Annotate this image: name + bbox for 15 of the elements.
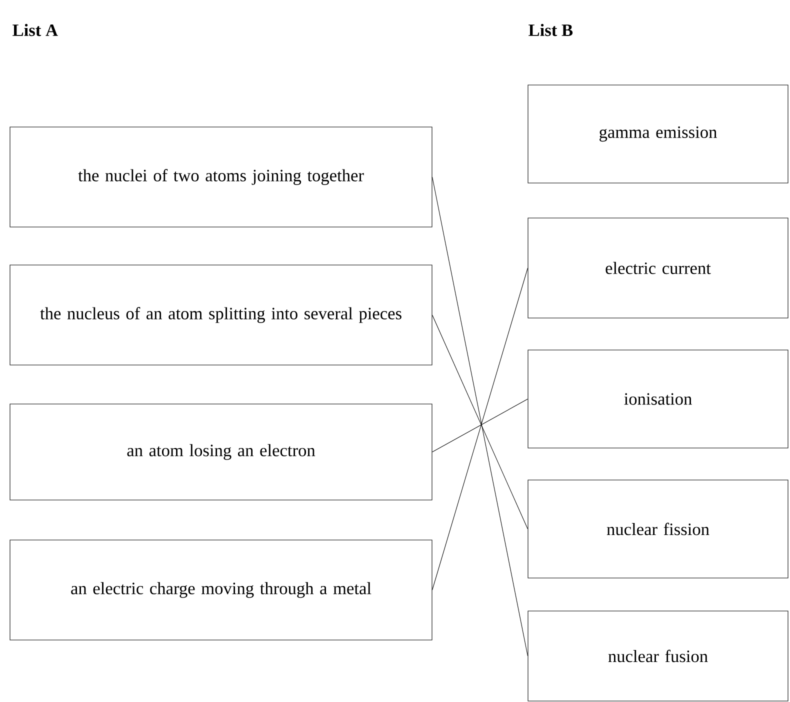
connector-line [432, 314, 528, 530]
text-box: gamma emission [528, 84, 788, 184]
text-box: the nuclei of two atoms joining together [10, 126, 432, 228]
column-heading: List B [528, 24, 573, 36]
connector-line [432, 398, 528, 452]
text-box: electric current [528, 218, 788, 318]
column-heading: List A [12, 24, 58, 36]
text-box: an atom losing an electron [10, 404, 432, 500]
text-box: an electric charge moving through a metal [10, 540, 432, 640]
text-box: nuclear fusion [528, 610, 788, 702]
connector-line [432, 268, 528, 590]
text-box: nuclear fission [528, 480, 788, 578]
text-box: ionisation [528, 350, 788, 448]
connector-line [432, 176, 528, 656]
text-box: the nucleus of an atom splitting into several pieces [10, 264, 432, 366]
